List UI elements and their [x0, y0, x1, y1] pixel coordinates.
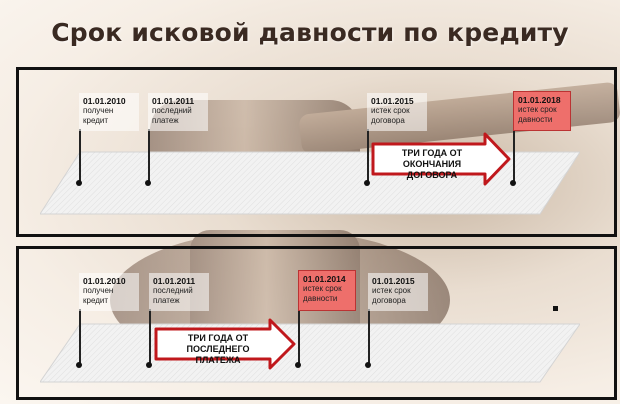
- timeline-pin: [298, 309, 300, 365]
- timeline-pin-dot: [364, 180, 370, 186]
- event-desc: получен кредит: [83, 286, 114, 305]
- timeline-band: [40, 323, 580, 383]
- timeline-pin: [368, 309, 370, 365]
- event-card-highlight: 01.01.2018 истек срок давности: [513, 91, 571, 131]
- event-card: 01.01.2010 получен кредит: [79, 273, 139, 311]
- bullet-marker: [553, 306, 558, 311]
- arrow-label: ТРИ ГОДА ОТ ОКОНЧАНИЯ ДОГОВОРА: [401, 148, 463, 180]
- event-date: 01.01.2018: [518, 95, 561, 105]
- timeline-pin-dot: [76, 362, 82, 368]
- event-card-highlight: 01.01.2014 истек срок давности: [298, 270, 356, 311]
- event-date: 01.01.2015: [372, 276, 415, 286]
- timeline-pin: [79, 129, 81, 183]
- event-card: 01.01.2015 истек срок договора: [367, 93, 427, 131]
- event-date: 01.01.2015: [371, 96, 414, 106]
- event-desc: истек срок давности: [303, 284, 342, 303]
- timeline-pin: [367, 129, 369, 183]
- event-date: 01.01.2010: [83, 276, 126, 286]
- timeline-panel-last-payment: [16, 246, 617, 400]
- event-card: 01.01.2015 истек срок договора: [368, 273, 428, 311]
- event-desc: получен кредит: [83, 106, 114, 125]
- timeline-pin: [513, 129, 515, 183]
- event-card: 01.01.2011 последний платеж: [149, 273, 209, 311]
- timeline-panel-contract-end: [16, 67, 617, 237]
- timeline-pin: [79, 309, 81, 365]
- timeline-pin-dot: [295, 362, 301, 368]
- event-date: 01.01.2010: [83, 96, 126, 106]
- event-card: 01.01.2011 последний платеж: [148, 93, 208, 131]
- event-card: 01.01.2010 получен кредит: [79, 93, 139, 131]
- timeline-pin-dot: [145, 180, 151, 186]
- event-desc: истек срок давности: [518, 105, 557, 124]
- event-date: 01.01.2011: [152, 96, 195, 106]
- timeline-pin-dot: [365, 362, 371, 368]
- timeline-pin: [148, 129, 150, 183]
- timeline-pin-dot: [76, 180, 82, 186]
- red-arrow-icon: [154, 318, 296, 370]
- event-date: 01.01.2014: [303, 274, 346, 284]
- timeline-pin: [149, 309, 151, 365]
- event-desc: истек срок договора: [371, 106, 410, 125]
- timeline-pin-dot: [146, 362, 152, 368]
- timeline-pin-dot: [510, 180, 516, 186]
- red-arrow-icon: [371, 132, 511, 186]
- arrow-label: ТРИ ГОДА ОТ ПОСЛЕДНЕГО ПЛАТЕЖА: [186, 333, 250, 365]
- event-date: 01.01.2011: [153, 276, 196, 286]
- event-desc: последний платеж: [152, 106, 192, 125]
- page-title: Срок исковой давности по кредиту: [51, 18, 569, 47]
- event-desc: истек срок договора: [372, 286, 411, 305]
- event-desc: последний платеж: [153, 286, 193, 305]
